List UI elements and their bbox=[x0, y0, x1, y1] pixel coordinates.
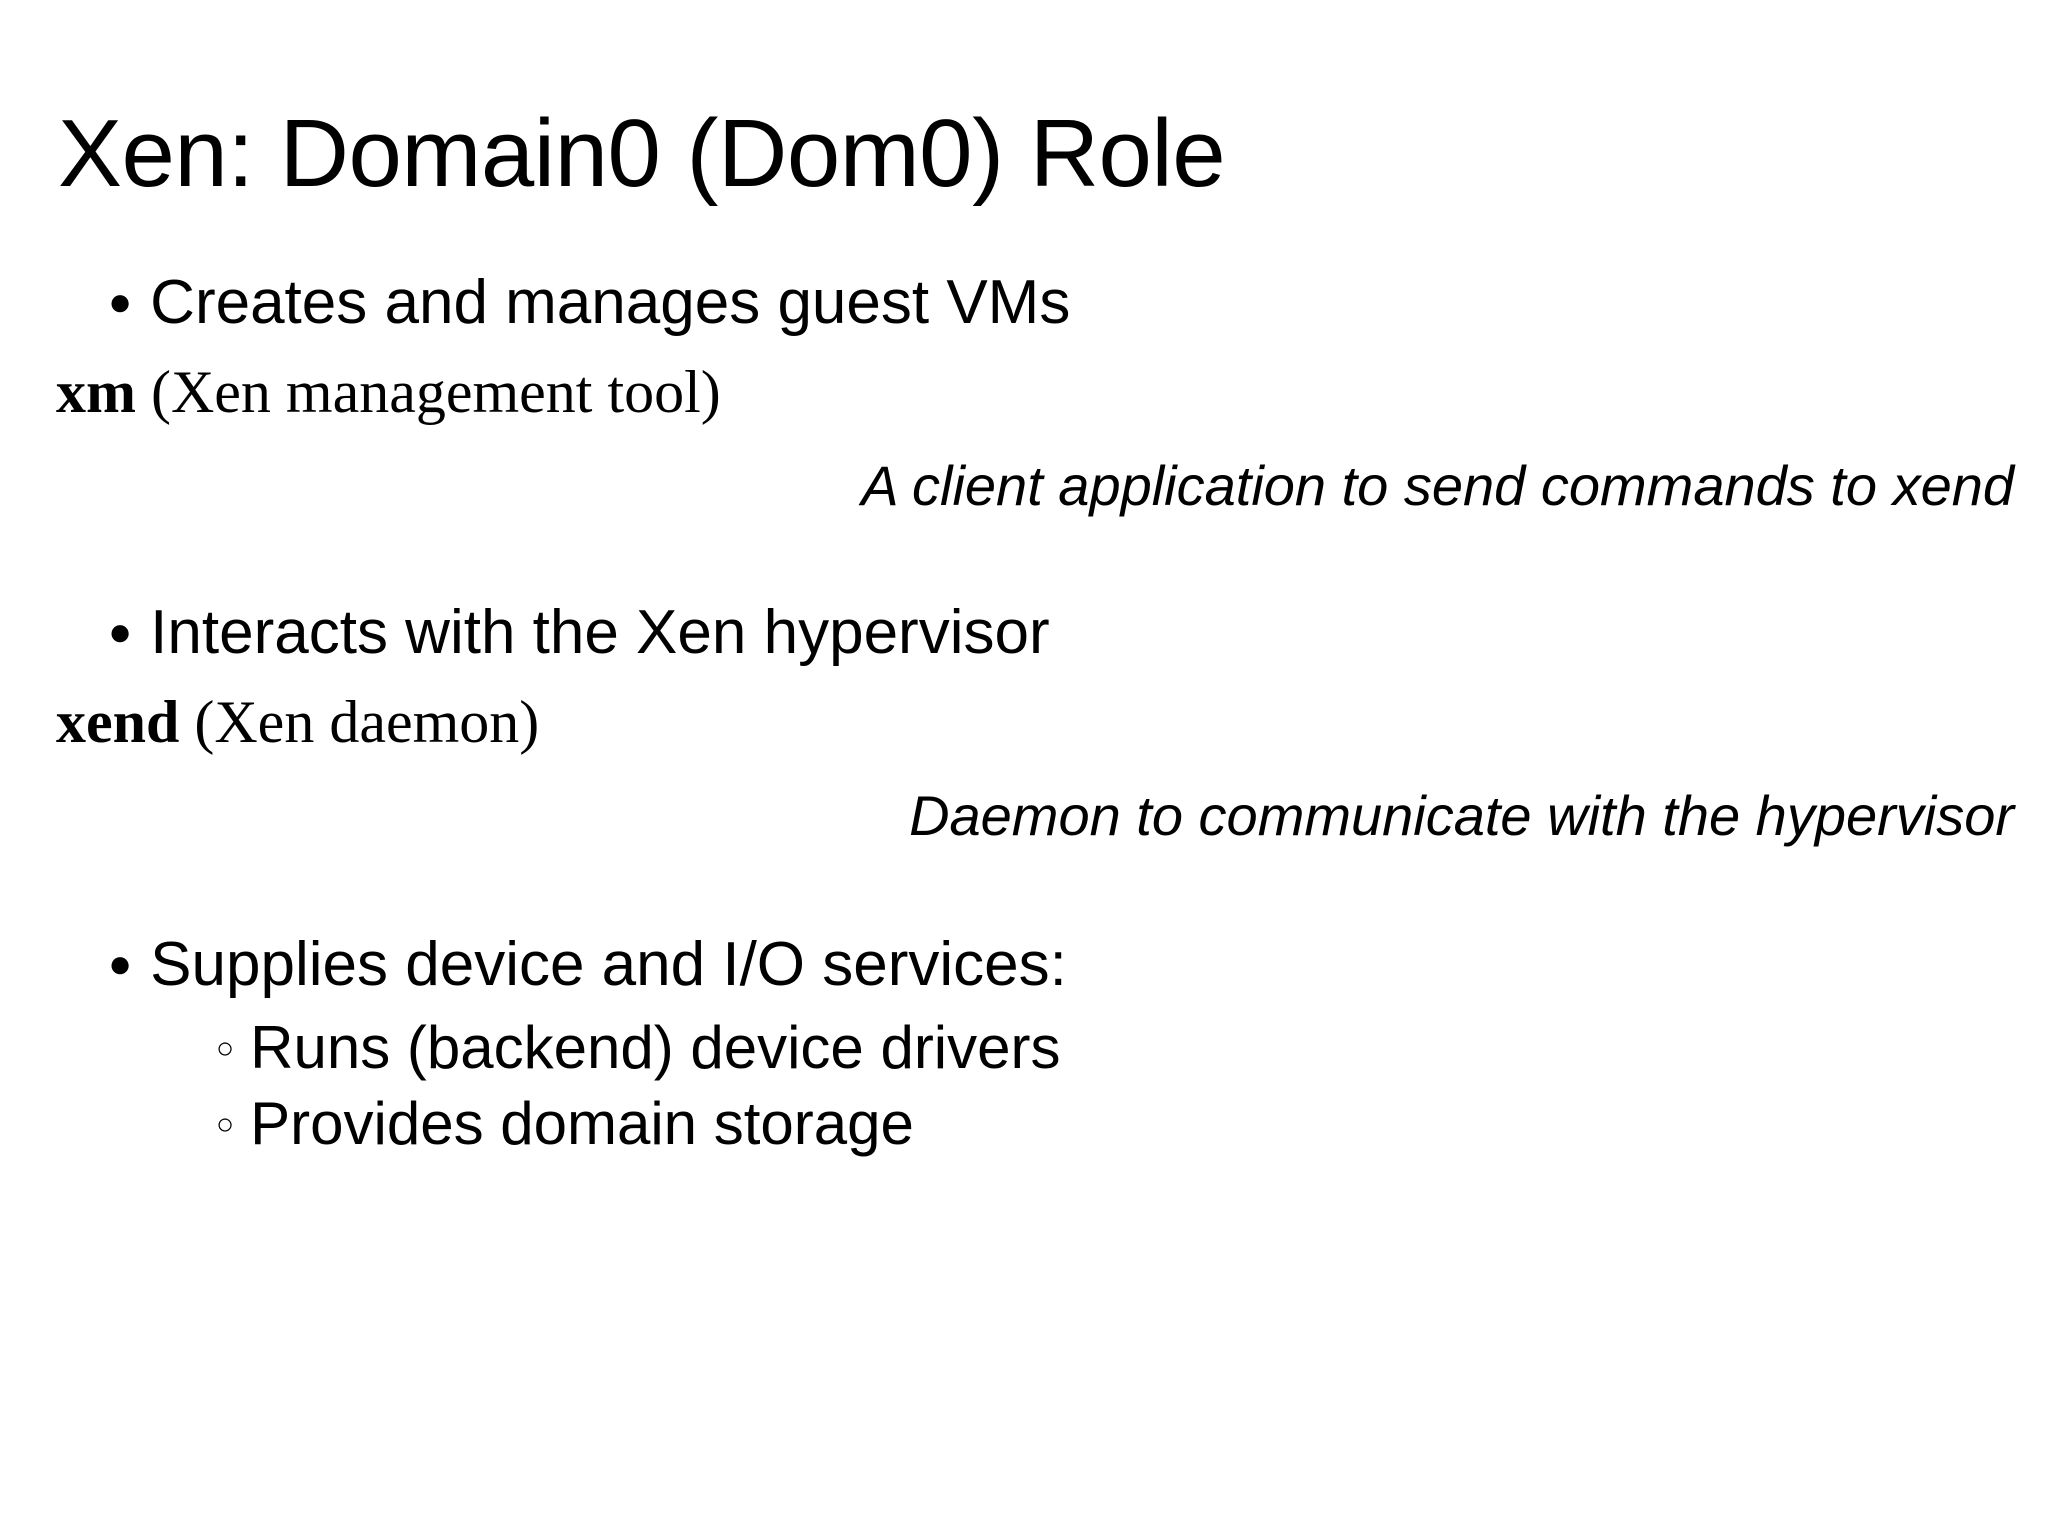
filled-bullet-icon: ● bbox=[108, 942, 133, 986]
content-group-1: ● Creates and manages guest VMs xm (Xen … bbox=[0, 272, 2048, 514]
bullet-label: Supplies device and I/O services: bbox=[150, 930, 1067, 999]
term-name: xend bbox=[56, 689, 180, 755]
hollow-bullet-icon: ○ bbox=[216, 1108, 235, 1141]
bullet-item: ● Supplies device and I/O services: bbox=[0, 934, 2048, 996]
filled-bullet-icon: ● bbox=[108, 610, 133, 654]
term-name: xm bbox=[56, 359, 136, 425]
page-title: Xen: Domain0 (Dom0) Role bbox=[58, 100, 1226, 208]
term-note: Daemon to communicate with the hyperviso… bbox=[909, 784, 2014, 847]
slide-body: ● Creates and manages guest VMs xm (Xen … bbox=[0, 272, 2048, 1154]
sub-bullet-label: Provides domain storage bbox=[250, 1090, 914, 1157]
sub-bullet-item: ○ Provides domain storage bbox=[0, 1094, 2048, 1154]
term-definition: xend (Xen daemon) bbox=[0, 692, 2048, 752]
term-description: (Xen daemon) bbox=[179, 689, 540, 755]
filled-bullet-icon: ● bbox=[108, 280, 133, 324]
content-group-2: ● Interacts with the Xen hypervisor xend… bbox=[0, 602, 2048, 844]
bullet-label: Interacts with the Xen hypervisor bbox=[150, 598, 1050, 667]
term-note: A client application to send commands to… bbox=[861, 454, 2014, 517]
sub-bullet-label: Runs (backend) device drivers bbox=[250, 1014, 1061, 1081]
term-description: (Xen management tool) bbox=[135, 359, 721, 425]
bullet-label: Creates and manages guest VMs bbox=[150, 268, 1071, 337]
bullet-item: ● Creates and manages guest VMs bbox=[0, 272, 2048, 334]
content-group-3: ● Supplies device and I/O services: ○ Ru… bbox=[0, 934, 2048, 1154]
bullet-item: ● Interacts with the Xen hypervisor bbox=[0, 602, 2048, 664]
hollow-bullet-icon: ○ bbox=[216, 1032, 235, 1065]
term-definition: xm (Xen management tool) bbox=[0, 362, 2048, 422]
sub-bullet-item: ○ Runs (backend) device drivers bbox=[0, 1018, 2048, 1078]
